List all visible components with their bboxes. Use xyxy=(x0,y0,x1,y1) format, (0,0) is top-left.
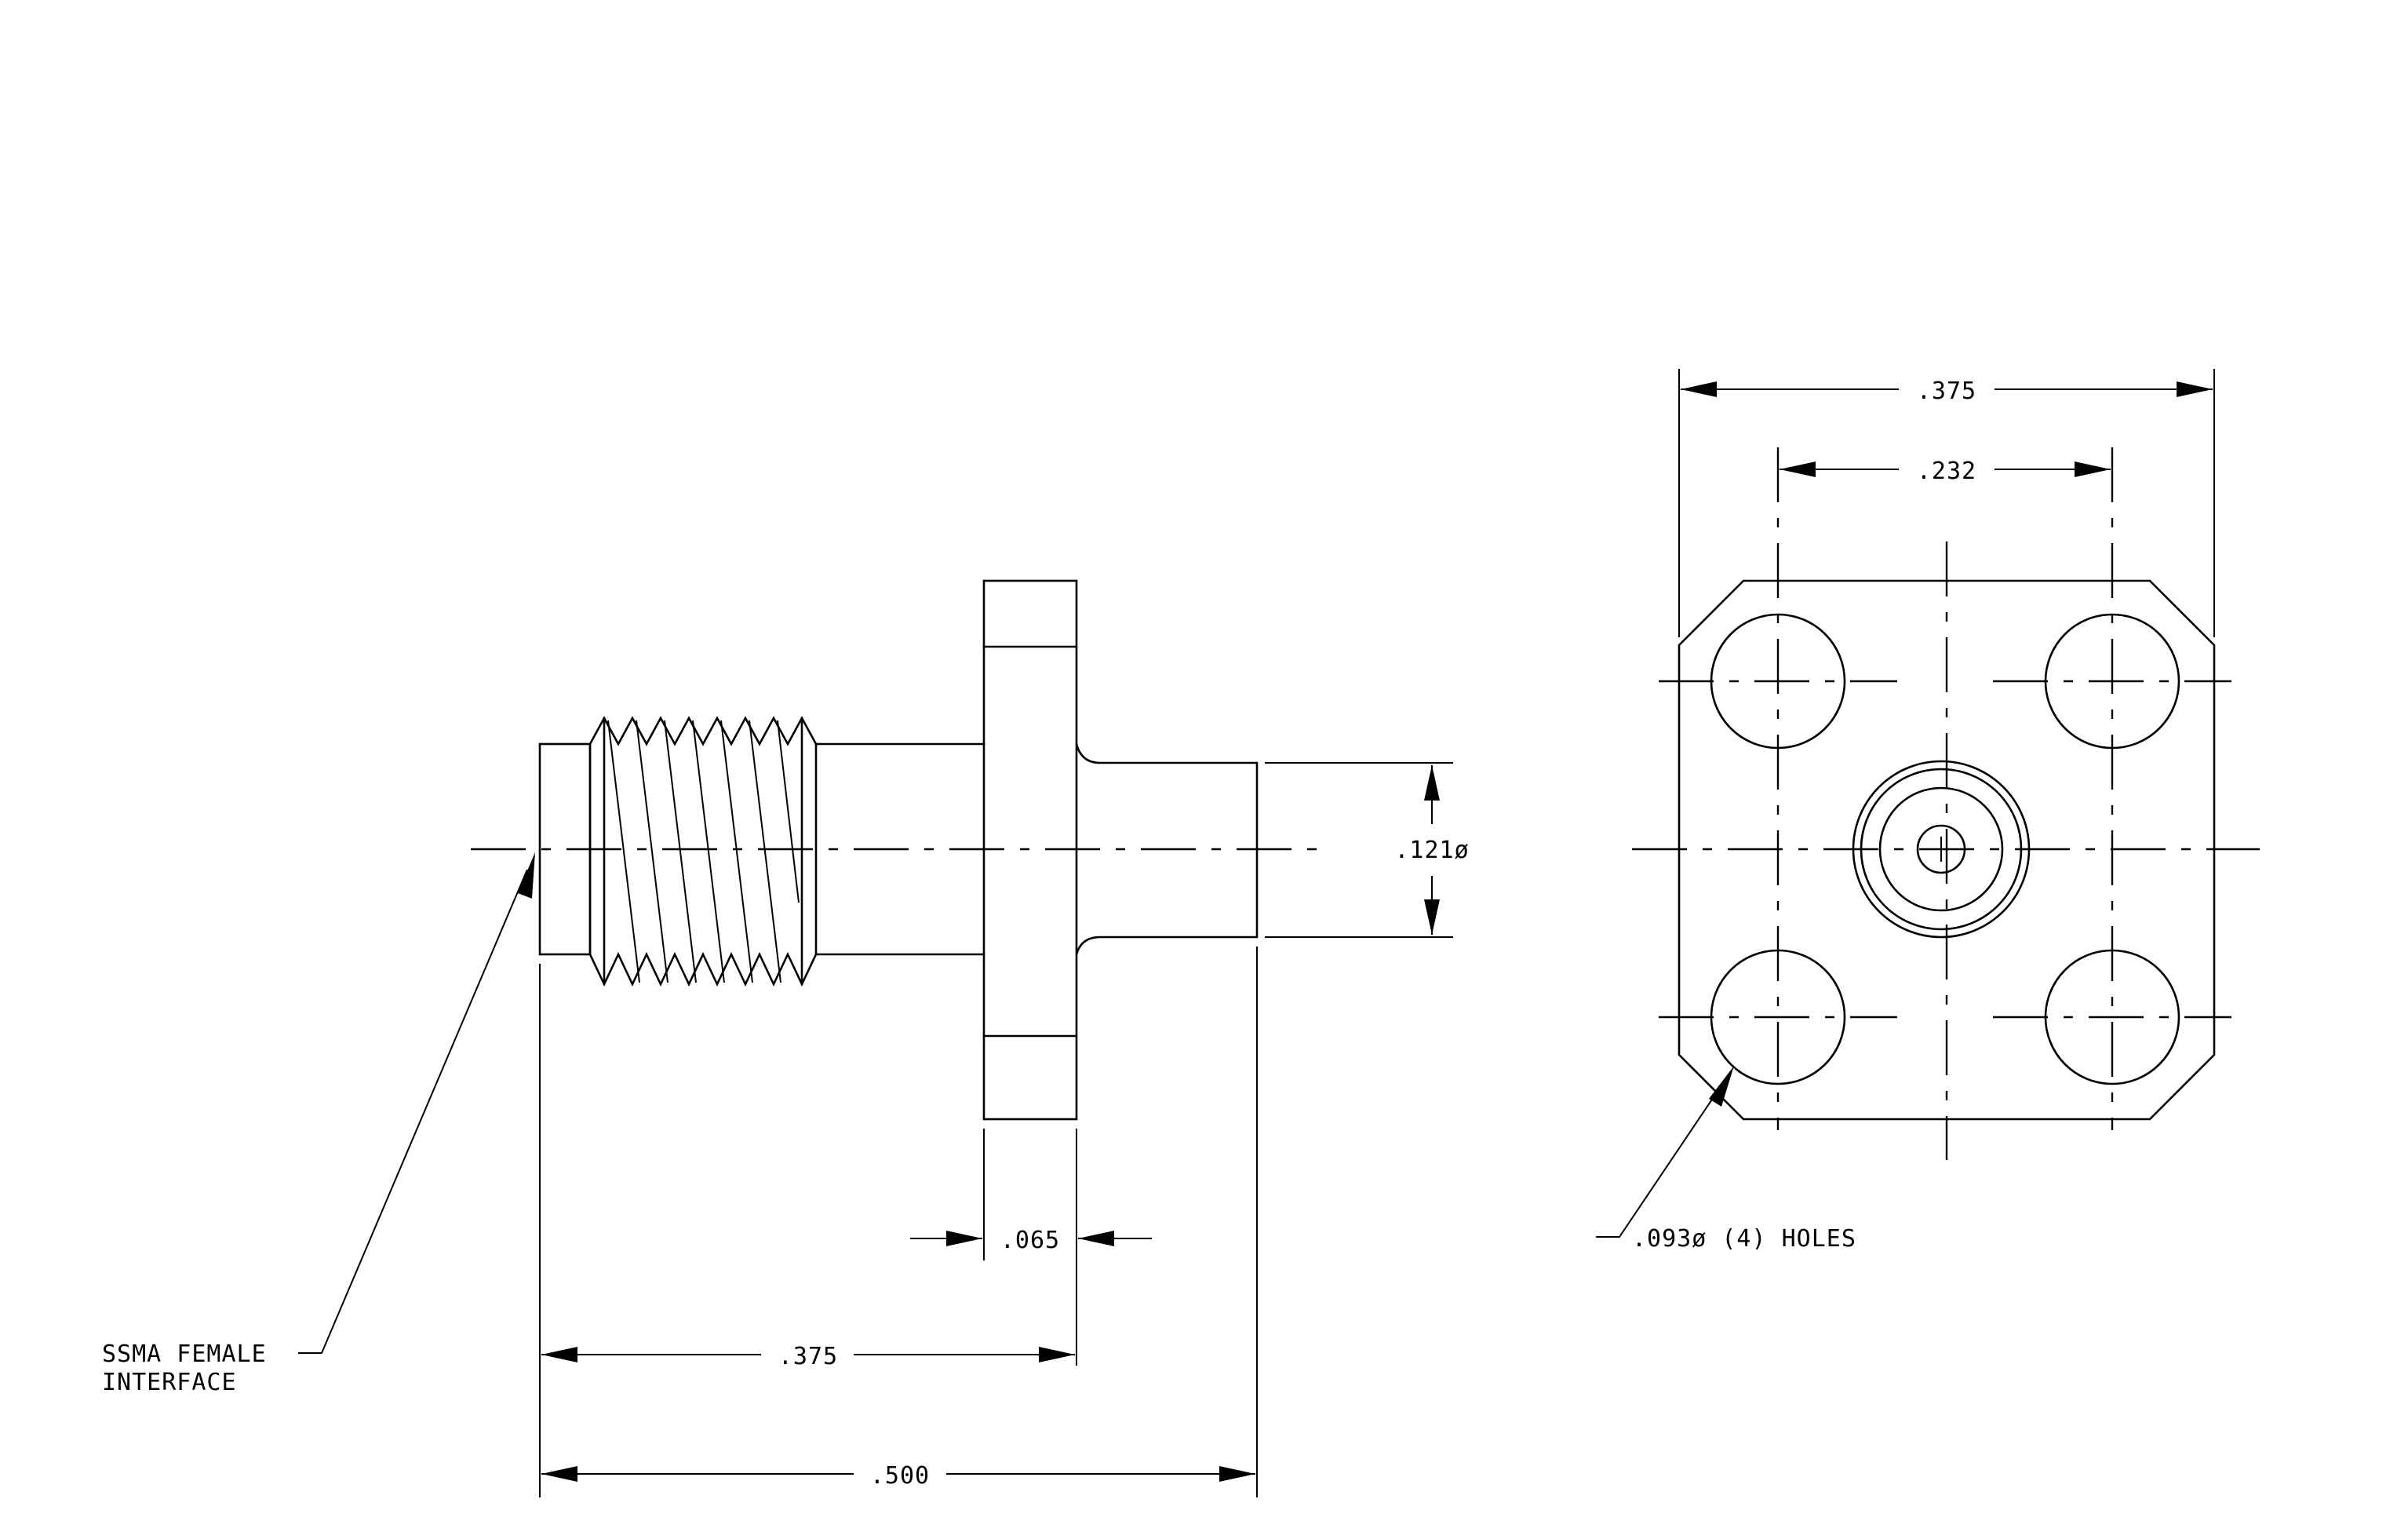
flange-outline xyxy=(1678,579,2216,1121)
mounting-holes xyxy=(1659,447,2231,1130)
holes-label: .093ø (4) HOLES xyxy=(1632,1225,1856,1253)
interface-leader: SSMA FEMALE INTERFACE xyxy=(102,852,535,1396)
dimension-to-flange: .375 xyxy=(539,964,1075,1497)
holes-leader: .093ø (4) HOLES xyxy=(1596,1066,1856,1253)
overall-length-label: .500 xyxy=(870,1462,930,1490)
flange xyxy=(982,579,1078,1121)
interface-label-line1: SSMA FEMALE xyxy=(102,1340,267,1368)
side-view: .121ø .065 .375 .500 xyxy=(102,579,1469,1497)
interface-label-line2: INTERFACE xyxy=(102,1369,237,1396)
pin-diameter-label: .121ø xyxy=(1394,837,1469,864)
flange-thickness-label: .065 xyxy=(1000,1227,1060,1254)
dimension-overall-length: .500 xyxy=(541,947,1258,1497)
dimension-hole-spacing: .232 xyxy=(1780,458,2111,485)
body-neck xyxy=(814,742,985,956)
hole-spacing-label: .232 xyxy=(1917,458,1976,485)
coax-interface xyxy=(1852,760,2031,939)
dimension-flange-width: .375 xyxy=(1678,369,2215,637)
dimension-pin-diameter: .121ø xyxy=(1265,762,1469,938)
to-flange-label: .375 xyxy=(778,1343,838,1370)
threaded-section xyxy=(588,716,818,987)
flange-width-label: .375 xyxy=(1917,378,1976,405)
end-view: .375 .232 .093ø (4) HOLES xyxy=(1596,369,2260,1253)
dimension-flange-thickness: .065 xyxy=(910,1129,1152,1366)
rear-pin xyxy=(1075,742,1259,956)
